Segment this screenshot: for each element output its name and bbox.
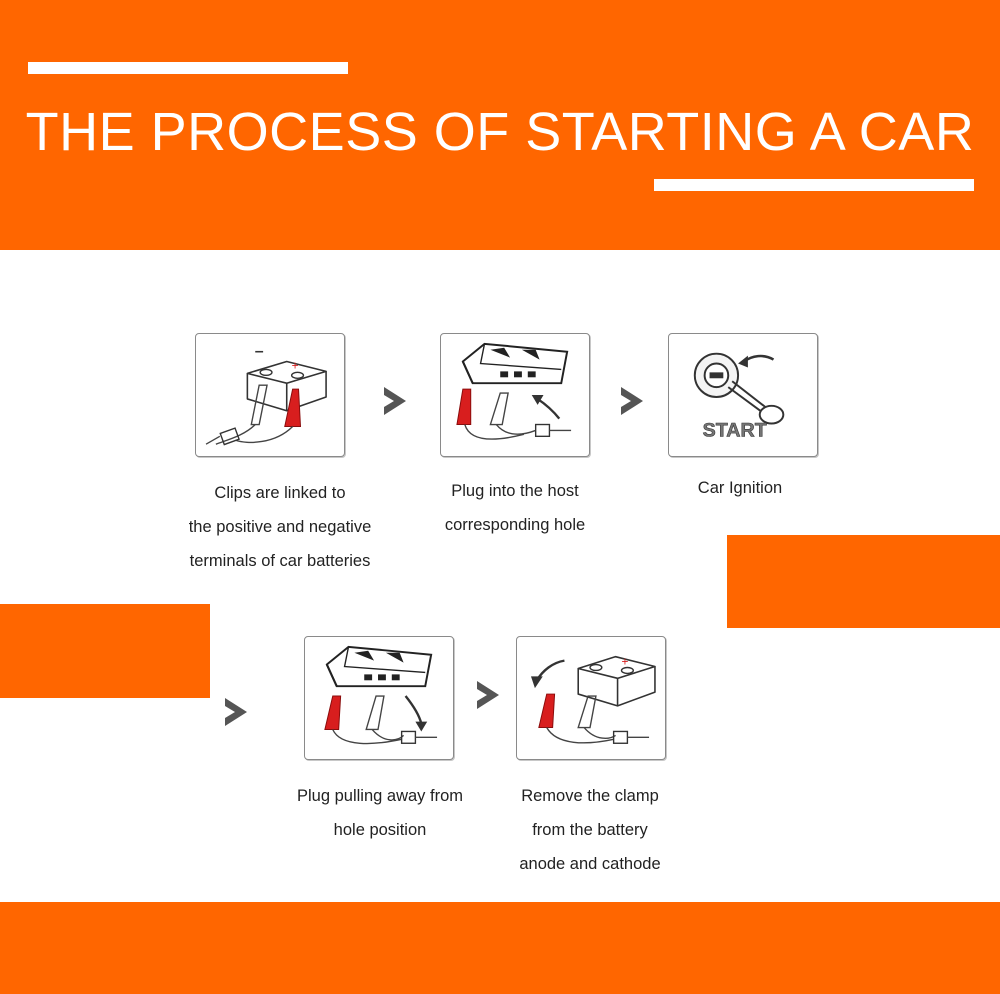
jump-starter-unplug-icon (304, 636, 454, 760)
start-label: START (703, 419, 767, 441)
decorative-block-left (0, 604, 210, 698)
decorative-bar-bottom (654, 179, 974, 191)
page-title: THE PROCESS OF STARTING A CAR (25, 102, 975, 162)
chevron-right-icon (473, 678, 503, 712)
decorative-bar-top (28, 62, 348, 74)
svg-text:+: + (292, 358, 299, 372)
chevron-right-icon (617, 384, 647, 418)
chevron-right-icon (221, 695, 251, 729)
battery-clips-icon: + (195, 333, 345, 457)
ignition-key-icon: START (668, 333, 818, 457)
svg-text:+: + (622, 655, 629, 669)
footer-banner (0, 902, 1000, 994)
decorative-block-right (727, 535, 1000, 628)
step-caption-4: Plug pulling away from hole position (297, 787, 463, 839)
step-caption-2: Plug into the host corresponding hole (444, 482, 586, 534)
chevron-right-icon (380, 384, 410, 418)
jump-starter-plug-in-icon (440, 333, 590, 457)
step-caption-1: Clips are linked to the positive and neg… (188, 484, 372, 570)
battery-remove-clamp-icon: + (516, 636, 666, 760)
step-caption-5: Remove the clamp from the battery anode … (519, 787, 661, 873)
header-banner (0, 0, 1000, 250)
step-caption-3: Car Ignition (697, 479, 783, 497)
